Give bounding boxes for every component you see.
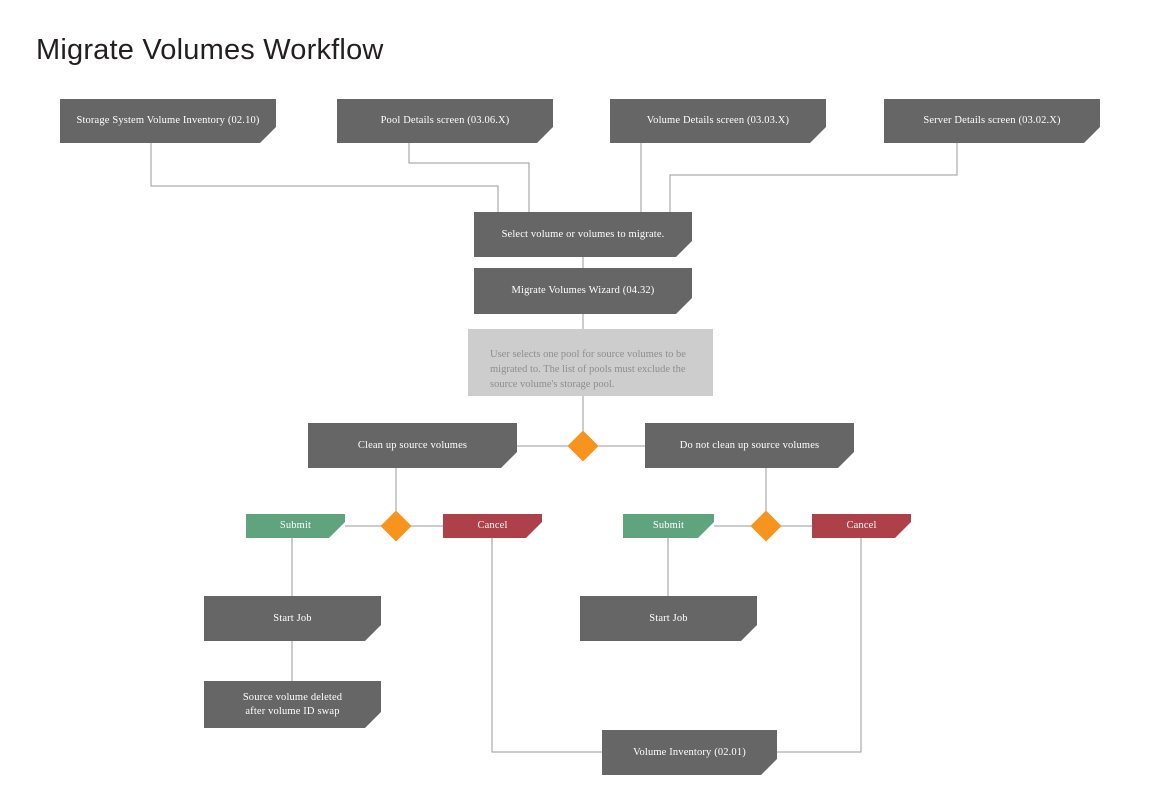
node-do-not-clean-up-source-volumes[interactable]: Do not clean up source volumes — [645, 423, 854, 468]
node-select-volumes-to-migrate[interactable]: Select volume or volumes to migrate. — [474, 212, 692, 257]
button-submit-left[interactable]: Submit — [246, 514, 345, 538]
node-source-volume-deleted[interactable]: Source volume deleted after volume ID sw… — [204, 681, 381, 728]
node-label: Start Job — [273, 612, 312, 624]
node-migrate-volumes-wizard[interactable]: Migrate Volumes Wizard (04.32) — [474, 268, 692, 314]
node-label: Migrate Volumes Wizard (04.32) — [511, 285, 655, 297]
node-volume-details-screen[interactable]: Volume Details screen (03.03.X) — [610, 99, 826, 143]
button-cancel-right[interactable]: Cancel — [812, 514, 911, 538]
node-start-job-left[interactable]: Start Job — [204, 596, 381, 641]
node-label: Submit — [652, 520, 685, 532]
edge-server-details-to-select — [669, 143, 958, 212]
node-server-details-screen[interactable]: Server Details screen (03.02.X) — [884, 99, 1100, 143]
node-label: Start Job — [649, 612, 688, 624]
page-title: Migrate Volumes Workflow — [36, 34, 384, 66]
node-start-job-right[interactable]: Start Job — [580, 596, 757, 641]
edge-cancel-left-to-volume-inventory — [491, 538, 602, 753]
node-label: Submit — [279, 520, 312, 532]
node-volume-inventory[interactable]: Volume Inventory (02.01) — [602, 730, 777, 775]
edge-pool-details-to-select — [408, 143, 530, 212]
node-storage-system-volume-inventory[interactable]: Storage System Volume Inventory (02.10) — [60, 99, 276, 143]
node-label: Volume Inventory (02.01) — [633, 746, 746, 758]
node-label: Source volume deleted after volume ID sw… — [242, 692, 343, 717]
node-clean-up-source-volumes[interactable]: Clean up source volumes — [308, 423, 517, 468]
node-label: Server Details screen (03.02.X) — [923, 115, 1061, 127]
note-pool-selection: User selects one pool for source volumes… — [468, 329, 713, 396]
node-label: Cancel — [846, 520, 877, 532]
note-text: User selects one pool for source volumes… — [490, 349, 686, 391]
node-label: Storage System Volume Inventory (02.10) — [76, 115, 260, 127]
node-label: Do not clean up source volumes — [679, 439, 820, 451]
node-label: Cancel — [477, 520, 508, 532]
node-label: Volume Details screen (03.03.X) — [646, 115, 790, 127]
edge-storage-inventory-to-select — [150, 143, 499, 212]
edge-cancel-right-to-volume-inventory — [776, 538, 862, 753]
node-label: Pool Details screen (03.06.X) — [380, 115, 510, 127]
node-label: Select volume or volumes to migrate. — [501, 228, 665, 240]
node-label: Clean up source volumes — [357, 439, 468, 451]
button-cancel-left[interactable]: Cancel — [443, 514, 542, 538]
node-pool-details-screen[interactable]: Pool Details screen (03.06.X) — [337, 99, 553, 143]
button-submit-right[interactable]: Submit — [623, 514, 714, 538]
